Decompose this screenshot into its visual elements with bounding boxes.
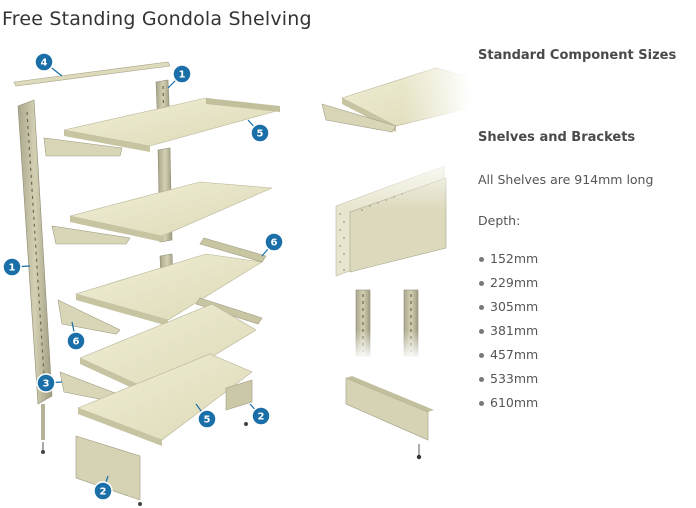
- component-shelf: [320, 60, 470, 140]
- svg-text:1: 1: [179, 70, 186, 81]
- list-item: 229mm: [478, 274, 538, 298]
- list-item: 152mm: [478, 250, 538, 274]
- standard-sizes-heading: Standard Component Sizes: [478, 48, 677, 63]
- list-item: 381mm: [478, 322, 538, 346]
- svg-text:3: 3: [43, 379, 50, 390]
- shelf-2: [69, 181, 273, 242]
- upright-left: [17, 99, 53, 454]
- callout-6-right: 6: [261, 232, 284, 257]
- shelf-3-bracket-front: [57, 299, 121, 335]
- depth-label: Depth:: [478, 213, 521, 228]
- svg-text:2: 2: [258, 412, 265, 423]
- callout-5-bottom: 5: [195, 403, 217, 429]
- shelving-diagram: 4 1 5 1 6 6 3 5 2 2: [2, 52, 470, 506]
- component-kickplate: [345, 376, 434, 460]
- component-uprights: [350, 289, 426, 360]
- kickplate-right: [225, 379, 253, 411]
- callout-4: 4: [34, 52, 63, 77]
- svg-text:2: 2: [100, 487, 107, 498]
- svg-text:6: 6: [271, 238, 278, 249]
- depth-list: 152mm 229mm 305mm 381mm 457mm 533mm 610m…: [478, 250, 538, 418]
- list-item: 305mm: [478, 298, 538, 322]
- shelf-1-bracket: [43, 137, 123, 157]
- svg-text:6: 6: [73, 337, 80, 348]
- list-item: 533mm: [478, 370, 538, 394]
- page-title: Free Standing Gondola Shelving: [2, 8, 312, 30]
- kickplate-front: [75, 435, 141, 501]
- top-cap: [13, 61, 171, 87]
- list-item: 457mm: [478, 346, 538, 370]
- svg-text:5: 5: [257, 129, 264, 140]
- shelf-5: [77, 353, 253, 446]
- callout-3: 3: [36, 373, 63, 393]
- svg-text:4: 4: [41, 58, 48, 69]
- component-back-panel: [320, 150, 450, 277]
- svg-text:5: 5: [204, 415, 211, 426]
- callout-2-bottom: 2: [93, 475, 113, 501]
- callout-1-top: 1: [167, 64, 192, 89]
- shelf-2-bracket: [51, 225, 131, 245]
- shelf-1-strip: [206, 98, 280, 112]
- shelf-length-note: All Shelves are 914mm long: [478, 172, 654, 187]
- callout-2-right: 2: [249, 403, 271, 426]
- callout-5-top: 5: [247, 119, 270, 143]
- shelves-brackets-heading: Shelves and Brackets: [478, 130, 636, 145]
- callout-1-left: 1: [2, 257, 31, 277]
- callout-6-left: 6: [66, 321, 86, 351]
- list-item: 610mm: [478, 394, 538, 418]
- svg-text:1: 1: [9, 263, 16, 274]
- shelf-3-bracket-back: [199, 237, 267, 263]
